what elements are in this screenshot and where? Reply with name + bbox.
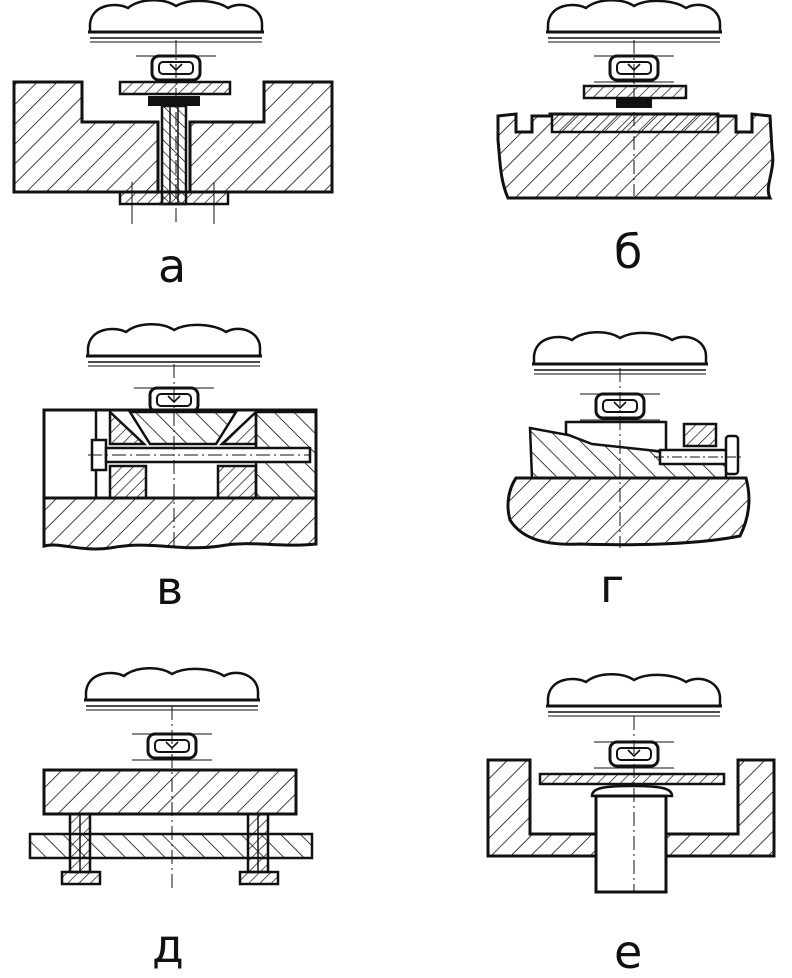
figure-label-v: в	[156, 561, 183, 615]
figure-label-e: е	[614, 925, 642, 978]
figure-a: а	[12, 0, 334, 293]
figure-e: е	[486, 672, 776, 978]
figure-d: д	[28, 666, 314, 973]
figure-label-a: а	[158, 239, 186, 293]
figure-g: г	[506, 330, 751, 613]
figure-label-g: г	[600, 559, 624, 613]
figure-label-b: б	[614, 225, 642, 279]
figure-b: б	[496, 0, 775, 279]
figure-label-d: д	[152, 919, 184, 973]
figure-v: в	[42, 322, 318, 615]
